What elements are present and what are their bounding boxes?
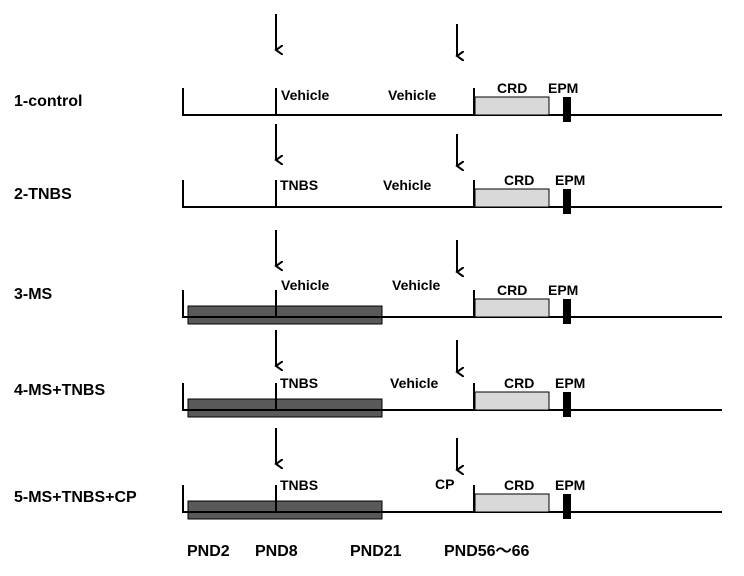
maternal-separation-bar — [187, 305, 383, 325]
row-2: 2-TNBS TNBS Vehicle CRD EPM — [14, 124, 722, 214]
crd-box — [474, 188, 550, 208]
crd-label: CRD — [504, 477, 534, 493]
late-treatment-label: CP — [435, 476, 454, 492]
late-treatment-label: Vehicle — [388, 87, 436, 103]
crd-box — [474, 298, 550, 318]
early-treatment-label: Vehicle — [281, 277, 329, 293]
crd-box — [474, 493, 550, 513]
epm-marker — [563, 97, 571, 122]
late-treatment-label: Vehicle — [392, 277, 440, 293]
crd-box — [474, 96, 550, 116]
epm-marker — [563, 494, 571, 519]
epm-label: EPM — [555, 375, 585, 391]
group-label: 2-TNBS — [14, 186, 72, 203]
maternal-separation-bar — [187, 500, 383, 520]
epm-marker — [563, 189, 571, 214]
crd-label: CRD — [497, 282, 527, 298]
early-treatment-label: TNBS — [280, 177, 318, 193]
row-4: 4-MS+TNBS TNBS Vehicle CRD EPM — [14, 330, 722, 418]
group-label: 4-MS+TNBS — [14, 382, 105, 399]
epm-label: EPM — [555, 477, 585, 493]
early-treatment-label: TNBS — [280, 477, 318, 493]
crd-label: CRD — [497, 80, 527, 96]
group-label: 1-control — [14, 93, 82, 110]
maternal-separation-bar — [187, 398, 383, 418]
group-label: 5-MS+TNBS+CP — [14, 489, 137, 506]
early-treatment-label: Vehicle — [281, 87, 329, 103]
row-5: 5-MS+TNBS+CP TNBS CP CRD EPM — [14, 428, 722, 520]
pnd21-label: PND21 — [350, 543, 402, 560]
epm-marker — [563, 299, 571, 324]
epm-marker — [563, 392, 571, 417]
epm-label: EPM — [548, 80, 578, 96]
late-treatment-label: Vehicle — [383, 177, 431, 193]
row-3: 3-MS Vehicle Vehicle CRD EPM — [14, 230, 722, 325]
group-label: 3-MS — [14, 286, 53, 303]
crd-label: CRD — [504, 375, 534, 391]
pnd2-label: PND2 — [187, 543, 230, 560]
crd-label: CRD — [504, 172, 534, 188]
pnd8-label: PND8 — [255, 543, 298, 560]
epm-label: EPM — [548, 282, 578, 298]
crd-box — [474, 391, 550, 411]
early-treatment-label: TNBS — [280, 375, 318, 391]
pnd56-66-label: PND56～66 — [444, 543, 529, 560]
row-1: 1-control Vehicle Vehicle CRD EPM — [14, 14, 722, 122]
epm-label: EPM — [555, 172, 585, 188]
late-treatment-label: Vehicle — [390, 375, 438, 391]
